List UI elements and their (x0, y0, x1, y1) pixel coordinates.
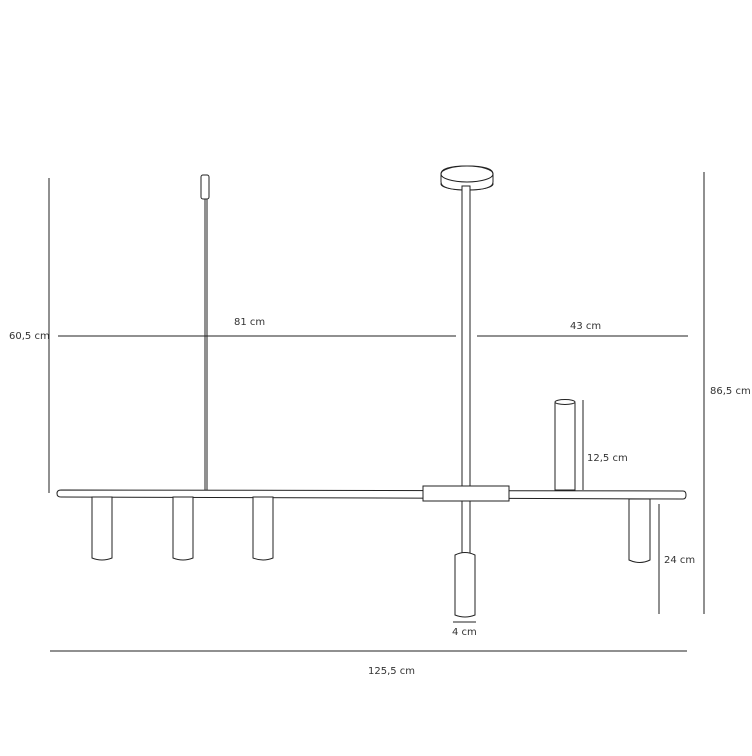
central-joint (422, 485, 510, 502)
central-rod-lower (461, 500, 471, 554)
shade-left-1 (91, 496, 113, 561)
shade-drop-label: 24 cm (664, 555, 695, 566)
ceiling-canopy-top (440, 165, 494, 183)
shade-right (628, 498, 651, 563)
shade-center (454, 552, 476, 618)
total-height-label: 86,5 cm (710, 386, 751, 397)
shade-left-3 (252, 496, 274, 561)
shade-width-label: 4 cm (452, 627, 477, 638)
arm-left-label: 81 cm (234, 317, 265, 328)
central-rod-upper (461, 185, 471, 489)
shade-left-2 (172, 496, 194, 561)
shade-upward (554, 400, 576, 491)
cable-anchor (200, 174, 210, 200)
horizontal-bar (56, 489, 687, 500)
shade-upward-rim (554, 399, 576, 405)
total-width-label: 125,5 cm (368, 666, 415, 677)
shade-top-label: 12,5 cm (587, 453, 628, 464)
height-left-label: 60,5 cm (9, 331, 50, 342)
arm-right-label: 43 cm (570, 321, 601, 332)
